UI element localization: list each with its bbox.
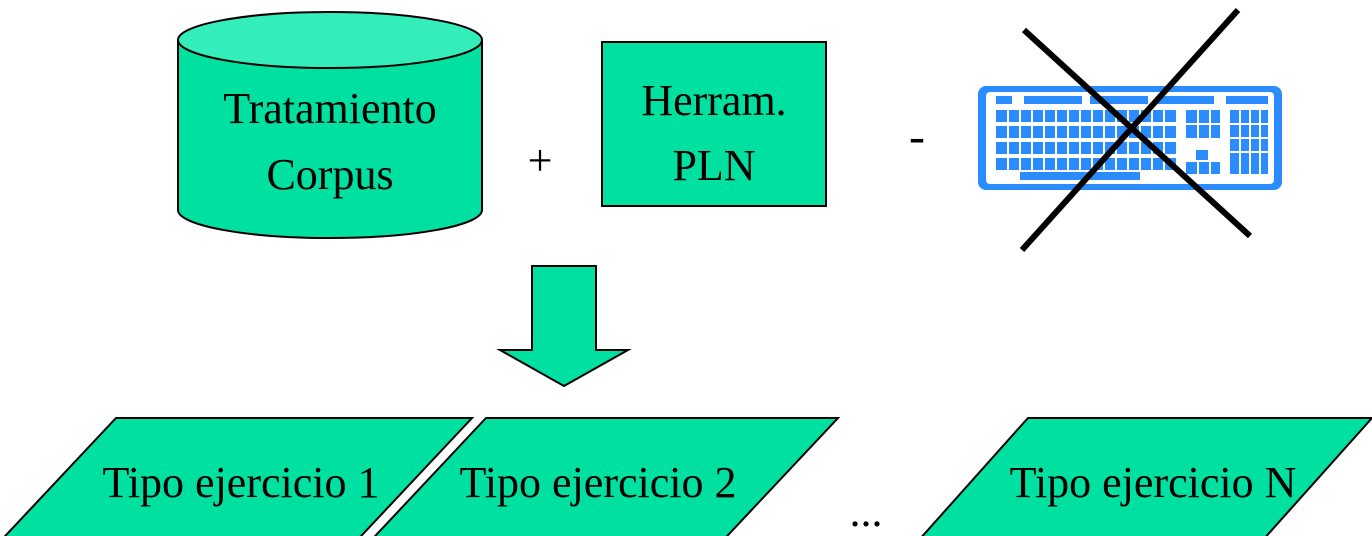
- exercise-type-2: Tipo ejercicio 2: [373, 417, 841, 536]
- tools-label-line1: Herram.: [641, 76, 786, 125]
- exercise-label-2: Tipo ejercicio 2: [460, 458, 737, 507]
- tools-label-line2: PLN: [672, 141, 755, 190]
- exercise-type-n: Tipo ejercicio N: [921, 417, 1372, 536]
- exercise-label-1: Tipo ejercicio 1: [103, 458, 380, 507]
- exercise-label-n: Tipo ejercicio N: [1010, 458, 1297, 507]
- corpus-label-line1: Tratamiento: [223, 84, 436, 133]
- minus-sign: -: [909, 110, 925, 163]
- cross-out-icon: [1019, 7, 1253, 253]
- ellipsis: ...: [850, 487, 883, 536]
- corpus-label-line2: Corpus: [266, 150, 393, 199]
- keyboard-icon: [978, 86, 1282, 190]
- down-arrow: [496, 265, 632, 388]
- plus-sign: +: [528, 136, 553, 185]
- exercise-type-1: Tipo ejercicio 1: [3, 417, 475, 536]
- corpus-cylinder: Tratamiento Corpus: [177, 11, 483, 239]
- tools-box: Herram. PLN: [601, 41, 827, 207]
